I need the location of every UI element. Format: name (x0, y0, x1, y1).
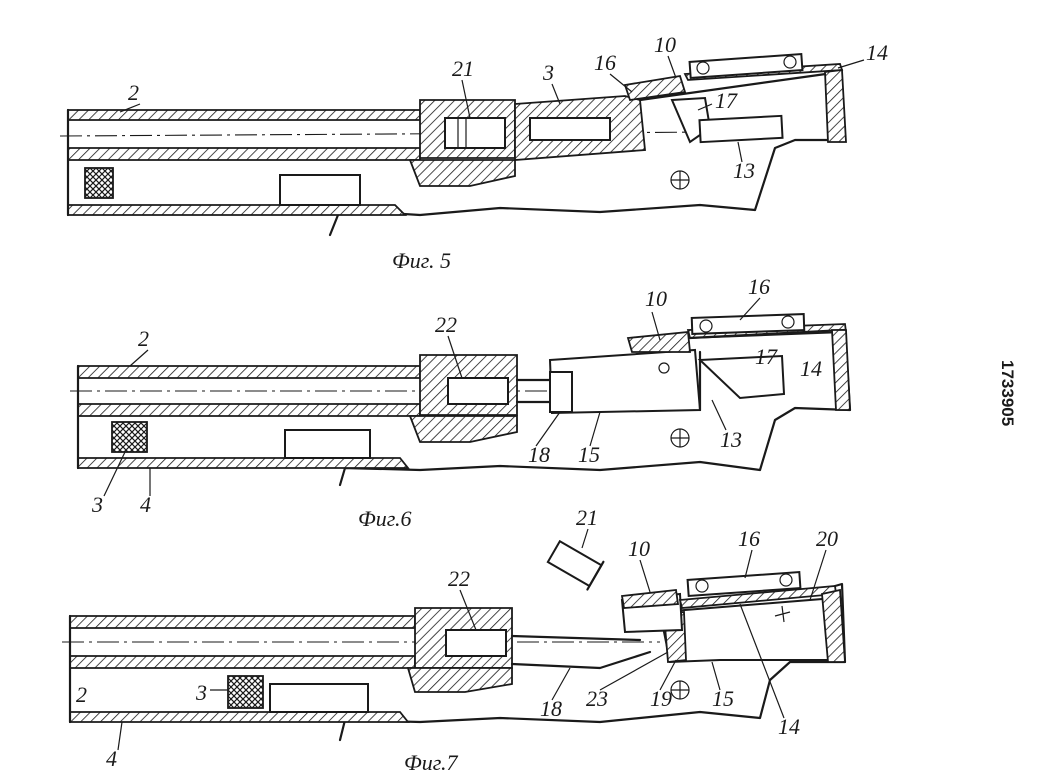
part-10-6 (626, 331, 691, 353)
part-16-plate-7 (686, 571, 802, 597)
lower-body-wall-6 (77, 457, 410, 469)
fig7-label-20: 20 (816, 526, 838, 551)
fig5-label-10: 10 (654, 32, 676, 57)
part-16-plate-6 (690, 313, 806, 335)
receiver-end-7 (821, 588, 846, 663)
part-18-rod-7 (510, 634, 652, 670)
part-17-6 (697, 354, 786, 400)
fig7-label-15: 15 (712, 686, 734, 711)
barrel-lower-wall-5 (67, 147, 421, 161)
fig6-label-2: 2 (138, 326, 149, 351)
fig6-label-10: 10 (645, 286, 667, 311)
fig7-label-10: 10 (628, 536, 650, 561)
fig7-label-14: 14 (778, 714, 800, 739)
fig7-label-21: 21 (576, 505, 598, 530)
barrel-upper-wall-7 (69, 615, 416, 629)
spring-block-7 (227, 675, 264, 709)
part-22-6 (447, 377, 509, 405)
lower-lug-5 (408, 159, 516, 187)
part-22-7 (445, 629, 507, 657)
fig6-label-16: 16 (748, 274, 770, 299)
fig7-label-2: 2 (76, 682, 87, 707)
fig5-label-14: 14 (866, 40, 888, 65)
receiver-end-5 (824, 68, 847, 143)
part-10-cap-7 (620, 589, 680, 609)
figure-7 (62, 539, 847, 742)
part-18-6 (549, 371, 573, 413)
fig6-label-22: 22 (435, 312, 457, 337)
spring-block-6 (111, 421, 148, 453)
barrel-lower-wall-7 (69, 655, 416, 669)
fig6-label-17: 17 (755, 344, 778, 369)
fig5-label-16: 16 (594, 50, 616, 75)
fig7-label-22: 22 (448, 566, 470, 591)
fig6-label-18: 18 (528, 442, 550, 467)
part-10-plate-5 (688, 53, 804, 79)
part-13-5 (698, 114, 784, 144)
fig6-label-13: 13 (720, 427, 742, 452)
fig7-label-4: 4 (106, 746, 117, 771)
lower-lug-7 (406, 667, 513, 693)
part-3-bore-5 (529, 117, 611, 141)
leader-lines (103, 55, 865, 751)
fig7-label-16: 16 (738, 526, 760, 551)
barrel-lower-wall-6 (77, 403, 421, 417)
fig5-label-2: 2 (128, 80, 139, 105)
lower-body-wall-5 (67, 204, 408, 216)
fig5-caption: Фиг. 5 (392, 248, 451, 273)
spring-block-5 (84, 167, 114, 199)
fig5-label-13: 13 (733, 158, 755, 183)
part-21-5 (444, 117, 506, 149)
part-16-5 (623, 74, 687, 101)
fig6-label-14: 14 (800, 356, 822, 381)
fig6-label-3: 3 (91, 492, 103, 517)
patent-number: 1733905 (998, 360, 1017, 426)
fig7-label-3: 3 (195, 680, 207, 705)
figure-5 (59, 53, 847, 237)
lower-slide-6 (284, 429, 371, 459)
fig5-label-21: 21 (452, 56, 474, 81)
fig7-label-19: 19 (650, 686, 672, 711)
axis-line-5 (59, 131, 721, 137)
lower-lug-6 (408, 415, 518, 443)
fig6-label-15: 15 (578, 442, 600, 467)
loose-part-21-7 (546, 539, 605, 591)
fig6-caption: Фиг.6 (358, 506, 412, 531)
lower-slide-7 (269, 683, 369, 713)
fig6-label-4: 4 (140, 492, 151, 517)
fig5-label-17: 17 (715, 88, 738, 113)
fig7-caption: Фиг.7 (404, 750, 458, 774)
lower-slide-5 (279, 174, 361, 206)
figure-6 (70, 313, 852, 487)
fig5-label-3: 3 (542, 60, 554, 85)
lower-body-wall-7 (69, 711, 410, 723)
receiver-end-6 (831, 329, 851, 411)
barrel-upper-wall-6 (77, 365, 421, 379)
fig7-label-23: 23 (586, 686, 608, 711)
fig7-label-18: 18 (540, 696, 562, 721)
